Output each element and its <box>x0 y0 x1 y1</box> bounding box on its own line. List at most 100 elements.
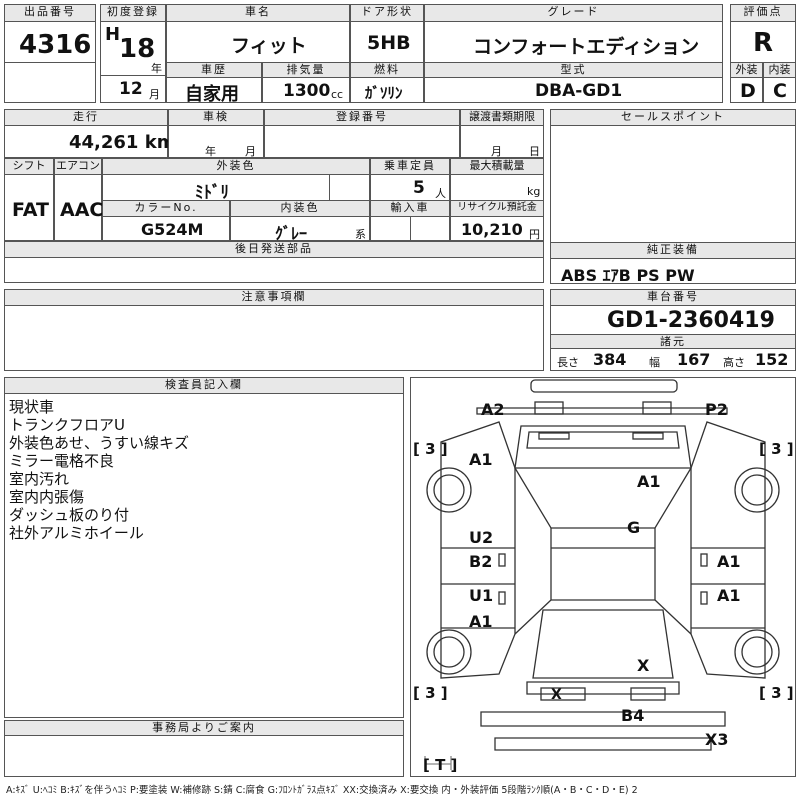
capacity-box: 5 人 <box>370 174 450 201</box>
import-box-divider <box>410 216 411 241</box>
shift: FAT <box>12 199 49 221</box>
spec-label: 諸元 <box>550 334 796 349</box>
max-load-box: kg <box>450 174 544 201</box>
width: 167 <box>677 350 711 369</box>
displacement-unit: cc <box>331 88 344 101</box>
legend: A:ｷｽﾞ U:ﾍｺﾐ B:ｷｽﾞを伴うﾍｺﾐ P:要塗装 W:補修跡 S:錆 … <box>6 785 638 796</box>
chassis-number: GD1-2360419 <box>607 308 775 333</box>
year-unit: 年 <box>151 62 162 75</box>
max-load-label: 最大積載量 <box>450 158 544 175</box>
mark-left-front-door: U2 <box>469 528 494 547</box>
door-box: 5HB <box>350 21 424 63</box>
mark-left-front-door-2: B2 <box>469 552 493 571</box>
capacity-label: 乗車定員 <box>370 158 450 175</box>
era: H <box>105 24 121 45</box>
vehicle-diagram: A2 P2 A1 A1 G U2 B2 U1 A1 A1 A1 X X B4 X… <box>410 377 796 777</box>
mark-right-front-door: A1 <box>717 552 741 571</box>
mark-rear-corner: X3 <box>705 730 729 749</box>
tire-front-left: [ 3 ] <box>413 440 448 458</box>
history-label: 車歴 <box>166 62 262 78</box>
inspector-box: 現状車 トランクフロアU 外装色あせ、うすい線キズ ミラー電格不良 室内汚れ 室… <box>4 393 404 718</box>
registration-month-box: 12 月 <box>100 75 166 103</box>
mileage-box: 44,261 km <box>4 125 175 158</box>
mark-rear-glass: X <box>637 656 650 675</box>
model-label: 型式 <box>424 62 723 78</box>
exterior-color-label: 外装色 <box>102 158 370 175</box>
height: 152 <box>755 350 789 369</box>
first-registration-box: H 18 年 <box>100 21 166 76</box>
interior-grade-box: C <box>763 77 796 103</box>
equipment-label: 純正装備 <box>550 242 796 259</box>
mark-roof: G <box>627 518 641 537</box>
exterior-grade-box: D <box>730 77 763 103</box>
interior-color: ｸﾞﾚｰ <box>275 224 308 243</box>
tire-front-right: [ 3 ] <box>759 440 794 458</box>
inspector-line: トランクフロアU <box>9 416 125 434</box>
inspector-line: 室内汚れ <box>9 470 70 488</box>
registration-number-label: 登録番号 <box>264 109 460 126</box>
lot-number: 4316 <box>19 30 92 60</box>
width-label: 幅 <box>649 356 660 369</box>
notes-box <box>4 305 544 371</box>
score: R <box>753 28 774 58</box>
exterior-color-extra <box>329 174 370 201</box>
transfer-deadline-box: 月 日 <box>460 125 544 158</box>
equipment: ABS ｴｱB PS PW <box>561 266 695 285</box>
length-label: 長さ <box>557 356 579 369</box>
ac: AAC <box>60 199 104 221</box>
car-name: フィット <box>231 35 307 57</box>
history-box: 自家用 <box>166 77 262 105</box>
mark-front-right: P2 <box>705 400 728 419</box>
inspector-line: 社外アルミホイール <box>9 524 144 542</box>
exterior-color-box: ﾐﾄﾞﾘ <box>102 174 330 203</box>
interior-color-unit: 系 <box>355 228 366 241</box>
door-label: ドア形状 <box>350 4 424 22</box>
registration-number-box <box>264 125 460 158</box>
inspector-line: ミラー電格不良 <box>9 452 115 470</box>
model: DBA-GD1 <box>535 81 623 101</box>
car-name-label: 車名 <box>166 4 350 22</box>
grade: コンフォートエディション <box>473 36 700 58</box>
inspector-line: 外装色あせ、うすい線キズ <box>9 434 190 452</box>
shift-label: シフト <box>4 158 54 175</box>
tire-rear-right: [ 3 ] <box>759 684 794 702</box>
later-parts-label: 後日発送部品 <box>4 241 544 258</box>
score-label: 評価点 <box>730 4 796 22</box>
fuel: ｶﾞｿﾘﾝ <box>365 84 403 102</box>
office-label: 事務局よりご案内 <box>4 720 404 736</box>
registration-month: 12 <box>119 79 143 99</box>
color-number: G524M <box>141 220 204 239</box>
car-outline <box>424 379 780 770</box>
spec-box: 長さ 384 幅 167 高さ 152 <box>550 348 796 371</box>
mark-left-rear-door-2: A1 <box>469 612 493 631</box>
exterior-grade-label: 外装 <box>730 62 763 78</box>
color-number-label: カラーNo. <box>102 200 230 217</box>
displacement-label: 排気量 <box>262 62 350 78</box>
mark-left-rear-door: U1 <box>469 586 494 605</box>
import-label: 輸入車 <box>370 200 450 217</box>
shift-box: FAT <box>4 174 54 241</box>
inspector-line: ダッシュ板のり付 <box>9 506 130 524</box>
mileage-label: 走行 <box>4 109 168 126</box>
inspector-line: 現状車 <box>9 398 55 416</box>
fuel-label: 燃料 <box>350 62 424 78</box>
office-box <box>4 735 404 777</box>
chassis-label: 車台番号 <box>550 289 796 306</box>
mark-rear-garnish: X <box>551 687 562 703</box>
lot-number-label: 出品番号 <box>4 4 96 22</box>
mark-front-left: A2 <box>481 400 505 419</box>
recycle-unit: 円 <box>529 228 540 241</box>
recycle-fee: 10,210 <box>461 220 523 239</box>
notes-label: 注意事項欄 <box>4 289 544 306</box>
tire-spare: [ T ] <box>423 756 458 774</box>
exterior-grade: D <box>740 80 756 102</box>
mark-rear-bumper: B4 <box>621 706 645 725</box>
grade-box: コンフォートエディション <box>424 21 723 63</box>
score-box: R <box>730 21 796 63</box>
lot-number-spacer <box>4 62 96 103</box>
model-box: DBA-GD1 <box>424 77 723 103</box>
car-name-box: フィット <box>166 21 350 63</box>
transfer-day-unit: 日 <box>529 145 540 158</box>
inspection-month-unit: 月 <box>245 145 256 158</box>
inspector-line: 室内内張傷 <box>9 488 85 506</box>
